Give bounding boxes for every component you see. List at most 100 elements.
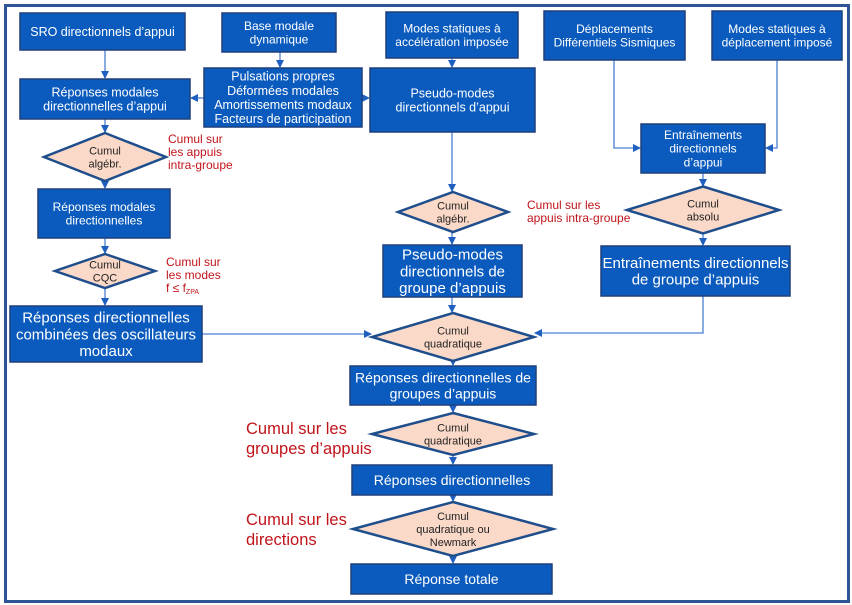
box-label: Entraînements — [664, 128, 742, 142]
diamond-shape — [394, 190, 512, 234]
box-sro: SRO directionnels d’appui — [19, 12, 186, 51]
note-line: appuis intra-groupe — [527, 211, 631, 225]
diamond-label: CQC — [93, 273, 118, 285]
diamond-label: algébr. — [88, 159, 121, 171]
note-line: directions — [246, 531, 317, 549]
diamond-label: Newmark — [430, 537, 477, 549]
box-shape — [711, 10, 843, 61]
note-line: intra-groupe — [168, 158, 233, 172]
box-shape — [600, 245, 791, 297]
box-shape — [385, 11, 519, 59]
diamond-shape — [367, 311, 539, 363]
note-line: Cumul sur — [166, 255, 221, 269]
diamond-shape — [348, 500, 558, 558]
box-label: Réponses directionnelles — [374, 472, 530, 488]
diamond-shape — [40, 131, 170, 183]
box-label: déplacement imposé — [722, 35, 833, 49]
box-shape — [9, 305, 203, 363]
box-label: Déplacements — [576, 22, 653, 36]
box-label: Facteurs de participation — [215, 112, 352, 126]
note-line: Cumul sur les — [246, 420, 347, 438]
note-subscript: ZPA — [186, 289, 199, 296]
box-label: Réponses directionnelles de — [355, 369, 531, 385]
box-label: accélération imposée — [395, 35, 509, 49]
edge-modes-depl-to-entrainements — [765, 60, 778, 152]
box-label: Modes statiques à — [403, 21, 501, 35]
box-shape — [369, 67, 536, 133]
box-shape — [37, 188, 171, 239]
box-rep-dir: Réponses directionnelles — [351, 464, 553, 496]
box-label: Entraînements directionnels — [603, 255, 789, 272]
box-label: modaux — [79, 343, 133, 360]
diamond-label: quadratique ou — [416, 524, 489, 536]
box-label: d’appui — [684, 155, 723, 169]
box-label: Réponses modales — [53, 200, 156, 214]
box-label: dynamique — [250, 32, 309, 46]
box-label: Base modale — [244, 19, 314, 33]
edge-entrainements-groupe-to-quad — [534, 296, 704, 337]
diamond-label: Cumul — [437, 326, 469, 338]
note-frequency: f ≤ f — [166, 281, 187, 295]
box-shape — [19, 12, 186, 51]
box-label: directionnels d’appui — [396, 100, 510, 114]
box-label: Déformées modales — [227, 84, 339, 98]
note-line: les modes — [166, 268, 221, 282]
box-label: Pseudo-modes — [410, 86, 494, 100]
diamond-shape — [622, 185, 784, 235]
box-shape — [351, 464, 553, 496]
diamond-label: quadratique — [424, 339, 482, 351]
diamond-label: absolu — [687, 212, 719, 224]
box-shape — [382, 244, 523, 298]
diamond-label: quadratique — [424, 436, 482, 448]
note-line: f ≤ fZPA — [166, 281, 199, 296]
box-label: Réponses modales — [51, 85, 158, 99]
diamond-shape — [51, 252, 159, 290]
box-label: Pulsations propres — [231, 70, 335, 84]
box-rep-totale: Réponse totale — [350, 563, 553, 595]
box-label: directionnels de — [400, 263, 505, 280]
box-label: Différentiels Sismiques — [554, 35, 676, 49]
note-cumul-groupes: Cumul sur les groupes d’appuis — [246, 420, 372, 458]
box-label: combinées des oscillateurs — [16, 326, 196, 343]
box-label: Réponse totale — [404, 571, 498, 587]
box-label: Réponses directionnelles — [22, 309, 190, 326]
box-label: groupes d’appuis — [390, 385, 497, 401]
box-shape — [350, 563, 553, 595]
note-line: Cumul sur — [168, 132, 223, 146]
box-shape — [221, 12, 337, 53]
diamond-label: Cumul — [89, 146, 121, 158]
diamond-label: Cumul — [89, 260, 121, 272]
box-shape — [640, 123, 766, 174]
diamond-label: Cumul — [437, 201, 469, 213]
note-line: groupes d’appuis — [246, 440, 372, 458]
note-line: les appuis — [168, 145, 222, 159]
box-shape — [203, 67, 363, 128]
diamond-label: algébr. — [436, 214, 469, 226]
box-label: directionnelles d’appui — [43, 99, 167, 113]
edge-deplacements-to-entrainements — [613, 60, 641, 152]
box-label: SRO directionnels d’appui — [30, 25, 175, 39]
box-label: Modes statiques à — [728, 22, 826, 36]
